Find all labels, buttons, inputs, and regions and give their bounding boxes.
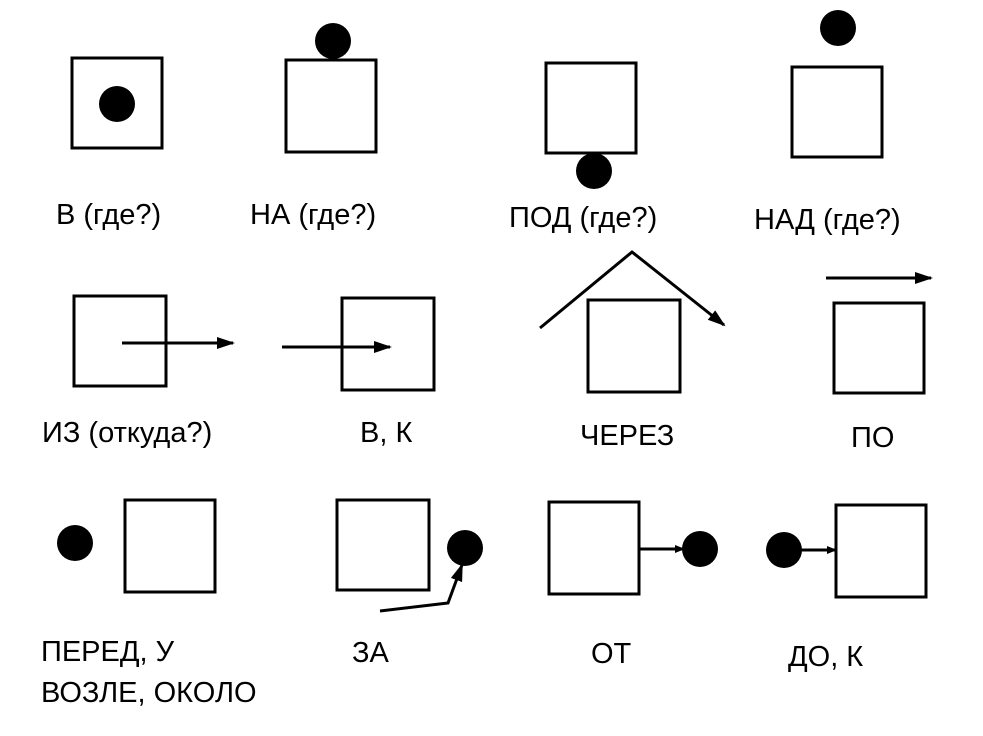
label-v-k: В, К xyxy=(360,417,413,449)
ball-pered xyxy=(57,525,93,561)
ball-na xyxy=(315,23,351,59)
box-pod xyxy=(544,61,638,155)
box-na xyxy=(284,58,378,154)
box-pered xyxy=(123,498,217,594)
label-pered-u: ПЕРЕД, У xyxy=(41,636,175,668)
label-po: ПО xyxy=(851,422,895,454)
label-za: ЗА xyxy=(352,637,389,669)
ball-ot xyxy=(682,531,718,567)
box-za xyxy=(335,498,431,592)
box-v-k xyxy=(340,296,436,392)
box-do xyxy=(834,503,928,599)
ball-za xyxy=(447,530,483,566)
label-nad-gde: НАД (где?) xyxy=(754,204,901,236)
box-iz xyxy=(72,294,168,388)
ball-nad xyxy=(820,10,856,46)
ball-pod xyxy=(576,153,612,189)
label-v-gde: В (где?) xyxy=(56,199,162,231)
label-do-k: ДО, К xyxy=(788,641,864,673)
arrow-cherez xyxy=(539,250,726,330)
ball-v xyxy=(99,86,135,122)
label-na-gde: НА (где?) xyxy=(250,199,377,231)
box-nad xyxy=(790,65,884,159)
label-cherez: ЧЕРЕЗ xyxy=(580,420,675,452)
arrow-za xyxy=(379,563,464,613)
label-pod-gde: ПОД (где?) xyxy=(509,202,658,234)
box-po xyxy=(832,301,926,395)
box-cherez xyxy=(586,298,682,394)
label-ot: ОТ xyxy=(591,638,632,670)
label-vozle-okolo: ВОЗЛЕ, ОКОЛО xyxy=(41,677,257,709)
box-v xyxy=(70,56,164,150)
ball-do xyxy=(766,532,802,568)
box-ot xyxy=(547,500,641,596)
label-iz-otkuda: ИЗ (откуда?) xyxy=(42,417,213,449)
